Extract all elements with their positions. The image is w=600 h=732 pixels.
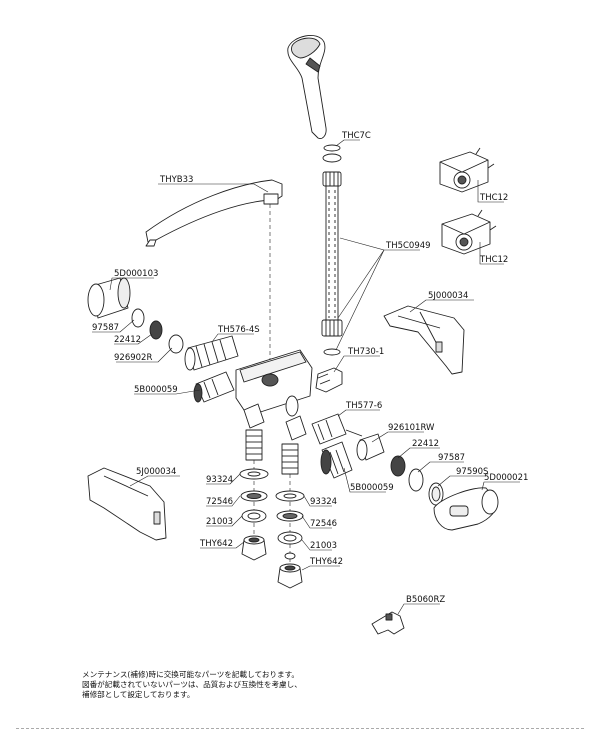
valve-5b000059-right <box>320 441 353 479</box>
spout <box>145 179 283 372</box>
holder-thc12-bottom <box>441 209 497 255</box>
key-b5060rz <box>371 611 405 635</box>
bottom-dashed-border <box>16 728 584 729</box>
note-line-2: 図番が記載されていないパーツは、品質および互換性を考慮し、 <box>82 680 302 689</box>
note-line-1: メンテナンス(補修)時に交換可能なパーツを記載しております。 <box>82 670 300 679</box>
label-5b000059-right: 5B000059 <box>350 483 394 493</box>
ring-22412-left <box>149 320 163 340</box>
supply-leg-right <box>281 443 299 572</box>
label-21003-right: 21003 <box>310 541 337 551</box>
ring-97590s <box>428 482 444 506</box>
ring-97587-left <box>131 308 145 328</box>
leader-lines <box>92 139 520 615</box>
label-th5c0949: TH5C0949 <box>385 241 431 251</box>
label-72546-left: 72546 <box>206 497 233 507</box>
nut-thy642-right <box>277 563 303 589</box>
label-926101rw: 926101RW <box>388 423 435 433</box>
label-thy642-left: THY642 <box>199 539 233 549</box>
shower-head <box>287 35 342 163</box>
holder-thc12-top <box>439 147 495 193</box>
note-line-3: 補修部として設定しております。 <box>82 690 195 699</box>
end-cover-left <box>87 277 131 319</box>
mixer-body <box>235 349 313 441</box>
ring-926101rw <box>356 433 385 461</box>
label-thc7c: THC7C <box>341 131 371 141</box>
ring-926902r <box>168 334 184 354</box>
ring-97587-right <box>408 468 424 492</box>
label-97587-right: 97587 <box>438 453 465 463</box>
handle-5d000021 <box>433 487 499 531</box>
label-93324-right: 93324 <box>310 497 337 507</box>
label-thc12-top: THC12 <box>479 193 508 203</box>
cover-5j000034-right <box>383 305 465 375</box>
label-5b000059-left: 5B000059 <box>134 385 178 395</box>
label-5d000021: 5D000021 <box>484 473 528 483</box>
cartridge-left <box>184 335 239 371</box>
ring-22412-right <box>390 455 406 477</box>
label-72546-right: 72546 <box>310 519 337 529</box>
label-22412-right: 22412 <box>412 439 439 449</box>
hose-elbow <box>315 367 343 393</box>
label-926902r: 926902R <box>114 353 152 363</box>
valve-5b000059-left <box>193 371 235 403</box>
label-21003-left: 21003 <box>206 517 233 527</box>
part-labels: THC7C THYB33 THC12 TH5C0949 THC12 5D0001… <box>92 131 528 605</box>
cover-5j000034-left <box>87 467 167 541</box>
label-5j000034-right: 5J000034 <box>428 291 468 301</box>
label-thy642-right: THY642 <box>309 557 343 567</box>
label-97590s: 97590S <box>456 467 488 477</box>
label-thc12-bottom: THC12 <box>479 255 508 265</box>
label-b5060rz: B5060RZ <box>406 595 445 605</box>
label-5d000103: 5D000103 <box>114 269 158 279</box>
label-thybb33: THYB33 <box>159 175 193 185</box>
shower-hose <box>321 171 343 356</box>
label-th576-4s: TH576-4S <box>217 325 260 335</box>
maintenance-note: メンテナンス(補修)時に交換可能なパーツを記載しております。図番が記載されていな… <box>82 670 302 700</box>
label-th577-6: TH577-6 <box>345 401 382 411</box>
label-97587-left: 97587 <box>92 323 119 333</box>
label-22412-left: 22412 <box>114 335 141 345</box>
nut-thy642-left <box>241 535 267 561</box>
label-5j000034-left: 5J000034 <box>136 467 176 477</box>
label-93324-left: 93324 <box>206 475 233 485</box>
cartridge-right <box>311 413 363 445</box>
label-th730-1: TH730-1 <box>347 347 384 357</box>
